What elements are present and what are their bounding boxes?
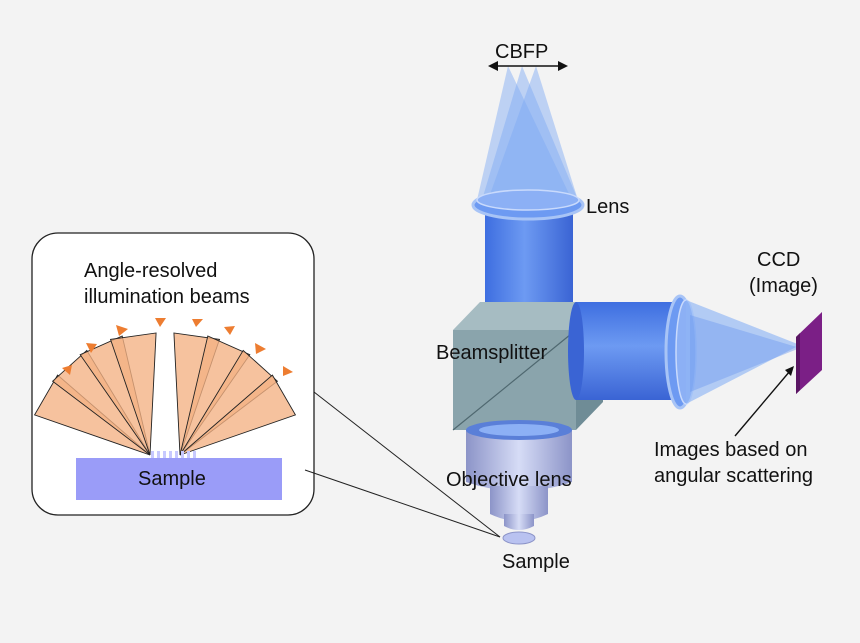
arrow-icon [116,325,128,336]
objective-lens-label: Objective lens [446,469,572,491]
arrow-icon [192,319,203,327]
lens-label: Lens [586,196,630,218]
beamsplitter-label: Beamsplitter [436,342,548,364]
ccd-focus-cone [686,300,800,404]
horizontal-beam-cylinder [568,302,680,400]
inset-connector-lines [304,391,501,538]
annotation-line1: Images based on [654,439,808,461]
cbfp-double-arrow-icon [488,61,568,71]
arrow-icon [255,343,266,354]
arrow-icon [283,366,293,376]
annotation-line2: angular scattering [654,465,813,487]
sample-disc [502,531,536,545]
inset-title-line1: Angle-resolved [84,260,218,282]
cbfp-label: CBFP [495,41,549,63]
illumination-beam [109,332,157,456]
inset-sample [76,451,282,500]
annotation-arrow-icon [734,366,794,437]
objective-lens [466,420,572,530]
sample-label: Sample [502,551,570,573]
ccd-image-label: (Image) [749,275,818,297]
inset-sample-label: Sample [138,468,206,490]
arrow-icon [86,343,97,353]
ccd-sensor [796,312,822,394]
top-lens [471,189,585,221]
cbfp-cones [477,66,578,200]
arrow-icon [155,318,166,327]
arrow-icon [62,365,72,375]
arrow-icon [224,326,235,335]
inset-title-line2: illumination beams [84,286,250,308]
ccd-label: CCD [757,249,801,271]
illumination-beam [179,374,297,456]
inset-panel [31,232,315,516]
illumination-beams [33,332,297,456]
illumination-arrows [62,318,293,376]
